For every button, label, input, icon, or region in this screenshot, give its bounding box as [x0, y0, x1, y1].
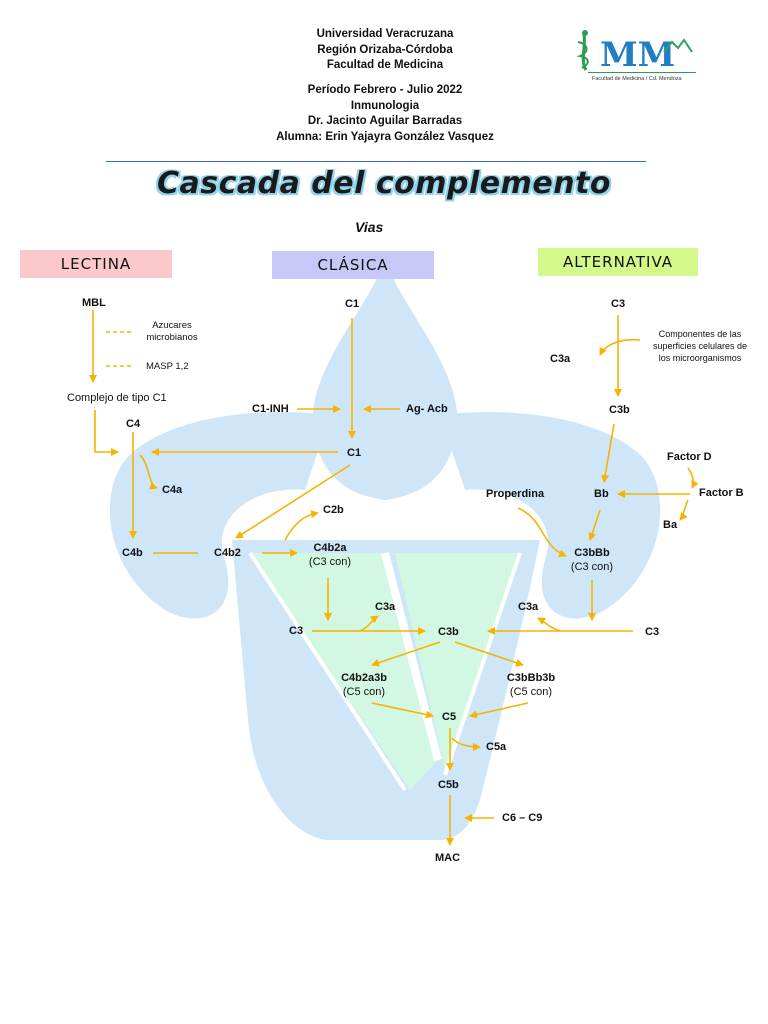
- node-c2b: C2b: [323, 504, 344, 516]
- arrow-c3bbb3b-c5: [469, 702, 529, 719]
- node-mac: MAC: [435, 852, 461, 864]
- teacher-text: Dr. Jacinto Aguilar Barradas: [307, 115, 463, 127]
- arrow-c4b2a3b-c5: [371, 702, 434, 719]
- logo-icon: MM Facultad de Medicina / Cd. Mendoza: [576, 30, 696, 82]
- student-text: Alumna: Erin Yajayra González Vasquez: [276, 130, 494, 143]
- center-petal: [312, 262, 458, 500]
- node-c4b2a: C4b2a (C3 con): [309, 541, 351, 569]
- arrow-c1-c4b2: [235, 464, 351, 539]
- node-masp: MASP 1,2: [146, 361, 189, 372]
- node-properdina: Properdina: [486, 488, 545, 500]
- node-componentes: Componentes de las superficies celulares…: [652, 329, 748, 363]
- node-c3-left: C3: [289, 625, 304, 637]
- arrow-c3a-alt: [599, 338, 641, 356]
- node-factor-d: Factor D: [667, 451, 712, 463]
- arrow-c3b-c4b2a3b: [371, 641, 441, 667]
- node-c4b2: C4b2: [214, 547, 241, 559]
- node-c4b: C4b: [122, 547, 143, 559]
- node-c4b2a3b: C4b2a3b (C5 con): [341, 671, 387, 699]
- node-c3bbb3b-name: C3bBb3b: [506, 672, 556, 684]
- node-c4b2a-con: (C3 con): [308, 556, 352, 568]
- node-ag-acb: Ag- Acb: [406, 403, 448, 415]
- node-factor-b: Factor B: [699, 487, 744, 499]
- logo-caption: Facultad de Medicina / Cd. Mendoza: [592, 76, 683, 82]
- arrow-c4a: [139, 454, 158, 490]
- node-c6-c9: C6 – C9: [502, 812, 543, 824]
- arrow-factorb-ba: [679, 499, 689, 521]
- node-c3bbb-name: C3bBb: [574, 547, 610, 559]
- arrow-c5a: [451, 737, 481, 751]
- arrow-c3b-bb: [601, 423, 615, 483]
- node-c3-alt-top: C3: [611, 298, 626, 310]
- node-c5: C5: [442, 711, 457, 723]
- arrow-c2b: [284, 510, 319, 541]
- right-petal: [440, 412, 661, 619]
- node-bb: Bb: [594, 488, 609, 500]
- university-name: Universidad Veracruzana: [316, 28, 454, 40]
- node-c1-top: C1: [345, 298, 360, 310]
- node-c4: C4: [126, 418, 141, 430]
- node-azucares: Azucares microbianos: [146, 320, 198, 343]
- page-title: Cascada del complemento: [156, 166, 612, 201]
- region-name: Región Orizaba-Córdoba: [317, 43, 453, 56]
- node-ba: Ba: [663, 519, 678, 531]
- node-c1-mid: C1: [347, 447, 362, 459]
- header-block: Universidad Veracruzana Región Orizaba-C…: [230, 27, 540, 74]
- course-info: Período Febrero - Julio 2022 Inmunologia…: [230, 83, 540, 145]
- left-petal: [109, 412, 330, 619]
- node-c3a-alt: C3a: [550, 353, 571, 365]
- arrow-properdina: [517, 507, 567, 557]
- node-c5b: C5b: [438, 779, 459, 791]
- arrow-c3a-right: [537, 617, 561, 632]
- path-lectina: LECTINA: [20, 250, 172, 278]
- arrow-factord-factorb: [687, 467, 699, 489]
- node-c1-inh: C1-INH: [252, 403, 289, 415]
- node-c4b2a3b-con: (C5 con): [342, 686, 386, 698]
- node-c3a-right: C3a: [518, 601, 539, 613]
- period-text: Período Febrero - Julio 2022: [307, 84, 463, 96]
- node-c5a: C5a: [486, 741, 507, 753]
- node-c3bbb: C3bBb (C3 con): [571, 546, 613, 574]
- node-c3a-left: C3a: [375, 601, 396, 613]
- node-c3bbb3b: C3bBb3b (C5 con): [507, 671, 555, 699]
- subtitle: Vias: [355, 219, 384, 235]
- arrow-c3b-c3bbb3b: [454, 641, 524, 667]
- v-inner: [250, 553, 520, 790]
- node-mbl: MBL: [82, 297, 106, 309]
- arrow-bb-c3bbb: [588, 509, 601, 541]
- arrow-c3a-left: [359, 615, 379, 632]
- faculty-name: Facultad de Medicina: [326, 59, 444, 71]
- header-divider: [106, 161, 646, 162]
- node-c3bbb3b-con: (C5 con): [509, 686, 553, 698]
- faculty-logo: MM Facultad de Medicina / Cd. Mendoza: [572, 26, 702, 84]
- arrow-complejo-c4: [94, 410, 119, 456]
- node-c3-right: C3: [645, 626, 660, 638]
- node-c4b2a-name: C4b2a: [313, 542, 347, 554]
- node-complejo-c1: Complejo de tipo C1: [67, 392, 167, 404]
- path-alternativa: ALTERNATIVA: [538, 248, 698, 276]
- node-c3b-center: C3b: [438, 626, 459, 638]
- node-c3b-alt: C3b: [609, 404, 630, 416]
- path-clasica: CLÁSICA: [272, 251, 434, 279]
- subject-text: Inmunologia: [350, 99, 420, 112]
- node-c4a: C4a: [162, 484, 183, 496]
- node-c4b2a3b-name: C4b2a3b: [341, 672, 387, 684]
- logo-letters: MM: [600, 35, 675, 75]
- node-c3bbb-con: (C3 con): [570, 561, 614, 573]
